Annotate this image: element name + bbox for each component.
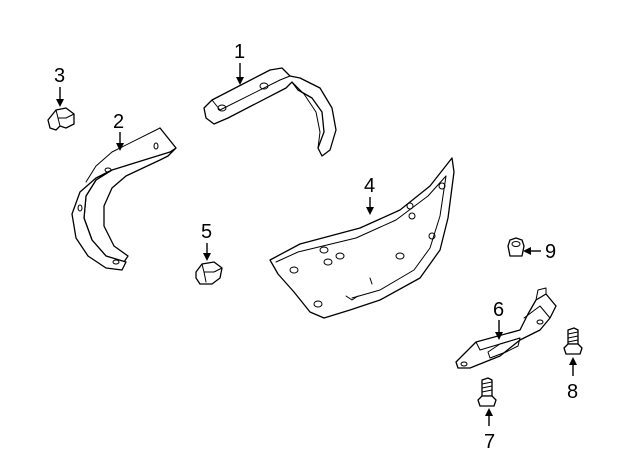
callout-2: 2 (113, 111, 124, 151)
svg-text:3: 3 (54, 65, 65, 87)
part-3-clip (47, 107, 75, 131)
svg-text:7: 7 (484, 431, 495, 453)
part-2-side-trim (71, 127, 177, 271)
callout-8: 8 (567, 357, 578, 403)
svg-text:9: 9 (545, 241, 556, 263)
part-9-bumper (507, 237, 525, 257)
svg-text:2: 2 (113, 111, 124, 133)
callout-4: 4 (364, 175, 375, 215)
callout-7: 7 (484, 408, 495, 453)
svg-text:4: 4 (364, 175, 375, 197)
callout-6: 6 (493, 299, 504, 340)
svg-text:1: 1 (234, 41, 245, 63)
callout-3: 3 (54, 65, 65, 107)
part-5-push-pin (195, 261, 223, 285)
svg-text:6: 6 (493, 299, 504, 321)
part-7-screw (477, 377, 497, 407)
part-6-housing (455, 287, 557, 369)
part-4-trim-panel (269, 157, 455, 319)
callout-9: 9 (523, 241, 556, 263)
svg-text:5: 5 (201, 221, 212, 243)
part-8-screw (563, 327, 583, 355)
svg-text:8: 8 (567, 381, 578, 403)
callout-1: 1 (234, 41, 245, 85)
callout-5: 5 (201, 221, 212, 261)
part-1-hinge-cover (203, 67, 337, 157)
